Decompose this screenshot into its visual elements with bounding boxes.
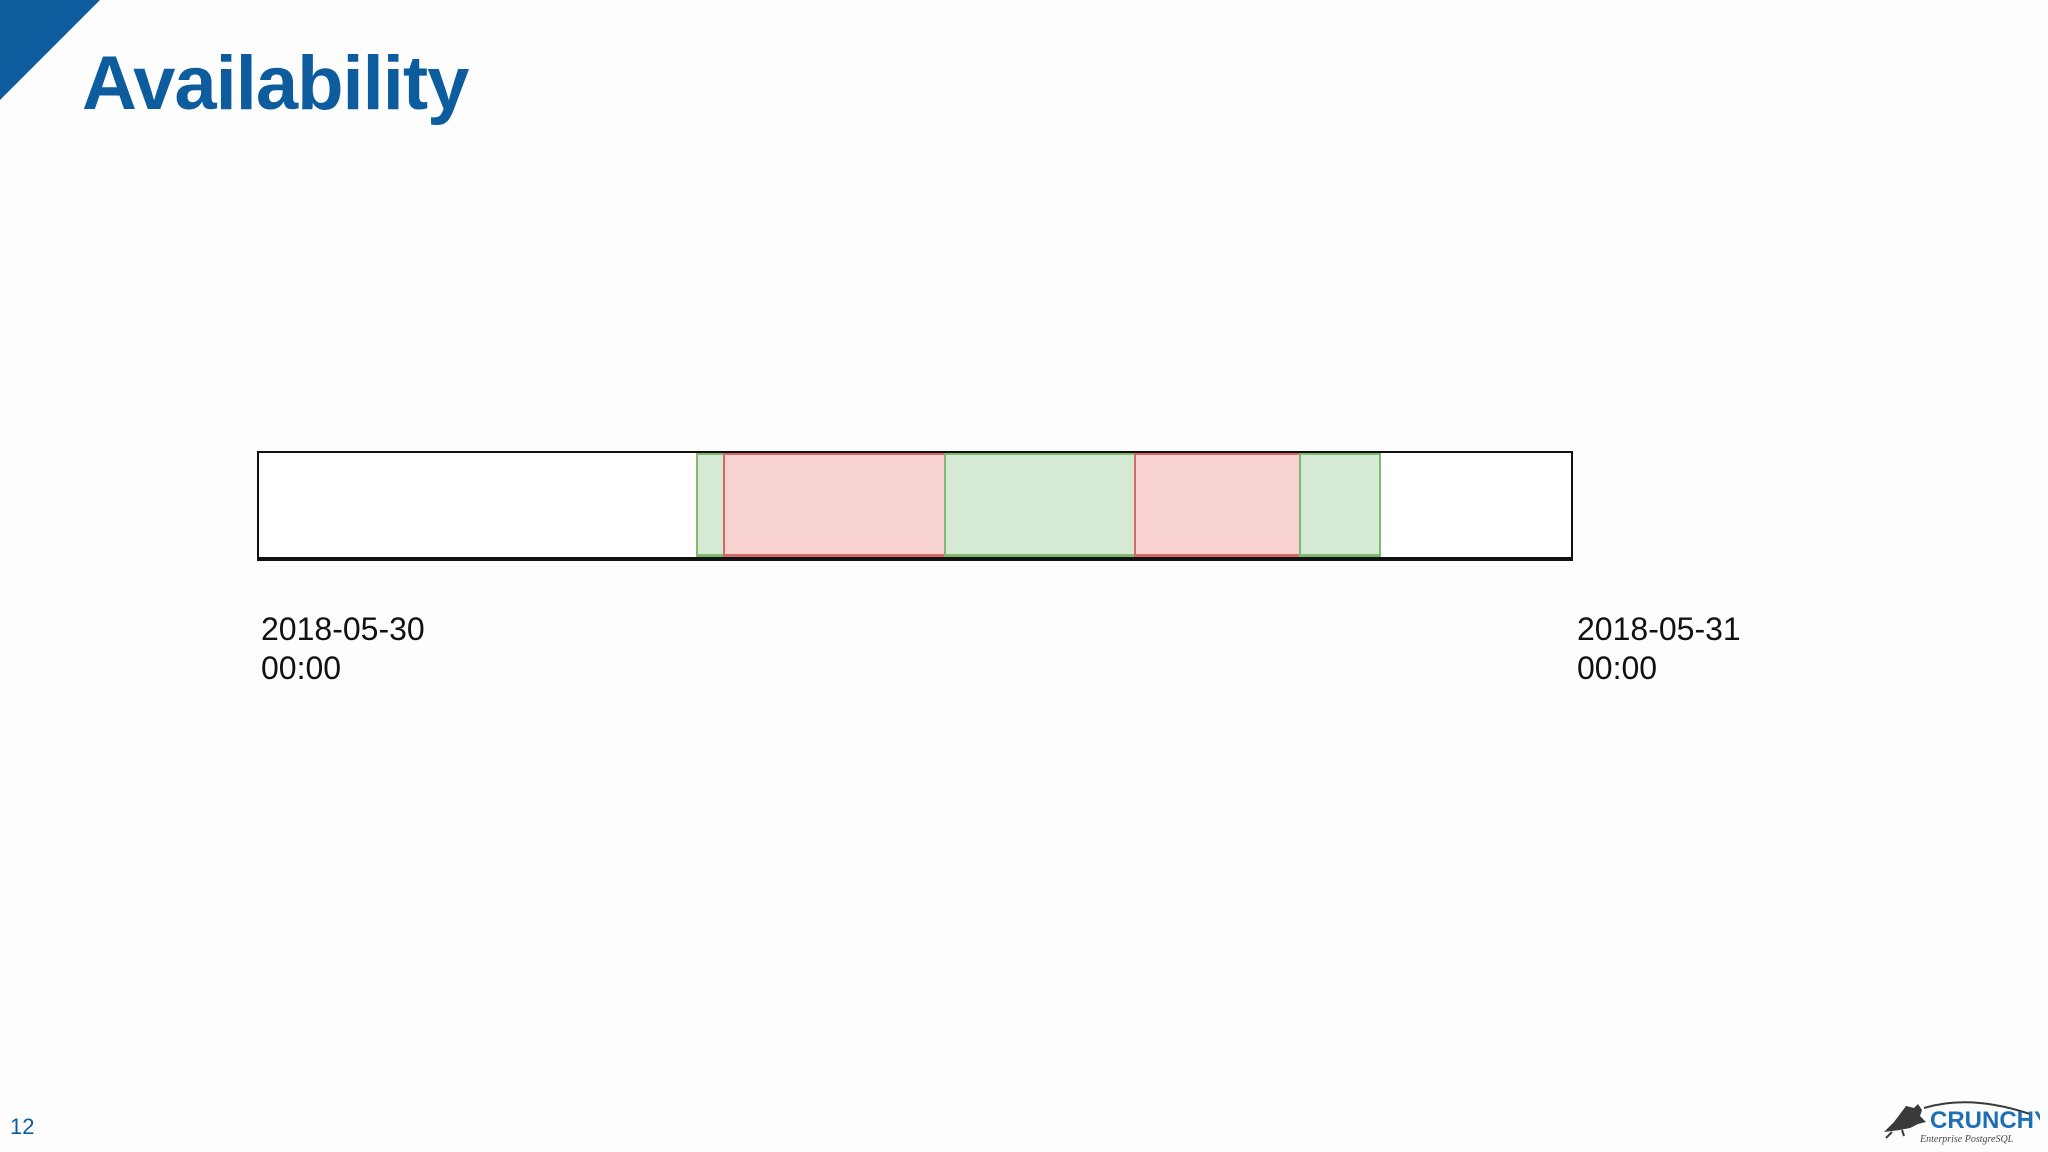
logo-tagline: Enterprise PostgreSQL	[1919, 1134, 2014, 1145]
availability-timeline	[257, 451, 1573, 561]
segment-unavailable-4	[1134, 453, 1301, 557]
end-time: 00:00	[1577, 650, 1658, 686]
segment-available-5	[1299, 453, 1381, 557]
crunchy-logo: CRUNCHY Enterprise PostgreSQL	[1884, 1101, 2040, 1145]
page-number: 12	[10, 1114, 35, 1139]
segment-available-1	[696, 453, 725, 557]
slide-title: Availability	[82, 41, 469, 126]
start-time: 00:00	[261, 650, 342, 686]
segment-unavailable-2	[723, 453, 946, 557]
start-date: 2018-05-30	[261, 611, 425, 647]
corner-accent	[0, 0, 100, 100]
end-date: 2018-05-31	[1577, 611, 1741, 647]
cat-logo-icon	[1884, 1101, 2031, 1139]
timeline-start-label: 2018-05-30 00:00	[261, 610, 425, 688]
segment-available-3	[944, 453, 1136, 557]
logo-brand: CRUNCHY	[1930, 1107, 2040, 1134]
timeline-end-label: 2018-05-31 00:00	[1577, 610, 1741, 688]
